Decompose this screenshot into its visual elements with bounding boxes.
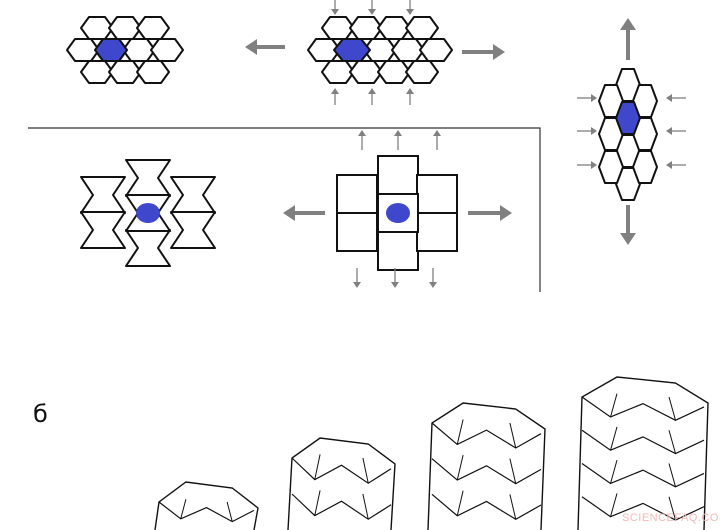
origami-crease <box>581 463 705 488</box>
small-force-arrow-head <box>591 127 597 135</box>
highlighted-cell-marker <box>136 203 160 223</box>
force-arrow-head <box>620 18 636 30</box>
origami-crease <box>431 458 542 485</box>
small-force-arrow-head <box>406 88 414 94</box>
origami-crease <box>456 419 464 445</box>
small-force-arrow-head <box>353 282 361 288</box>
origami-crease <box>180 499 187 519</box>
origami-crease <box>668 496 676 521</box>
panel-divider <box>28 127 541 292</box>
small-force-arrow-head <box>433 130 441 136</box>
reentrant-cell <box>80 211 126 249</box>
origami-crease <box>668 463 676 487</box>
square-cell <box>377 155 419 195</box>
hexagon-cell <box>150 38 184 62</box>
reentrant-cell <box>170 176 216 214</box>
reentrant-cell <box>170 211 216 249</box>
origami-crease <box>581 496 705 521</box>
origami-crease <box>610 460 618 484</box>
origami-crease <box>314 490 321 516</box>
small-force-arrow-head <box>368 88 376 94</box>
hexagon-cell <box>419 38 453 62</box>
origami-crease <box>509 494 517 520</box>
hexagon-cell <box>405 16 439 40</box>
small-force-arrow-head <box>394 130 402 136</box>
origami-crease <box>668 430 676 454</box>
highlighted-hexagon-cell <box>333 38 371 62</box>
origami-crease <box>509 458 517 484</box>
origami-crease <box>581 429 705 455</box>
highlighted-hexagon-cell <box>94 38 128 62</box>
force-arrow-head <box>245 39 257 55</box>
origami-crease <box>431 493 542 520</box>
highlighted-hexagon-cell <box>615 101 641 135</box>
watermark: SCIENCEFAQ.COM <box>622 512 720 524</box>
hexagon-cell <box>405 60 439 84</box>
small-force-arrow-head <box>666 127 672 135</box>
origami-crease <box>291 493 392 520</box>
origami-crease <box>610 493 618 517</box>
origami-crease <box>291 457 392 484</box>
square-cell <box>336 174 378 214</box>
small-force-arrow-head <box>331 9 339 15</box>
origami-tube-outline <box>427 402 546 530</box>
origami-crease <box>456 490 464 516</box>
origami-crease <box>362 457 369 484</box>
small-force-arrow-head <box>591 94 597 102</box>
origami-crease <box>158 501 255 523</box>
small-force-arrow-head <box>331 88 339 94</box>
small-force-arrow-head <box>406 9 414 15</box>
hexagon-cell <box>136 60 170 84</box>
force-arrow-head <box>493 44 505 60</box>
reentrant-cell <box>80 176 126 214</box>
origami-crease <box>581 396 705 421</box>
small-force-arrow-head <box>666 94 672 102</box>
origami-tube-outline <box>287 437 396 530</box>
origami-crease <box>456 454 464 481</box>
highlighted-cell-marker <box>386 203 410 223</box>
square-cell <box>416 212 458 252</box>
origami-tube-outline <box>154 481 259 530</box>
hexagon-cell <box>136 16 170 40</box>
origami-crease <box>362 493 369 520</box>
hexagon-cell <box>632 150 658 184</box>
force-arrow-head <box>283 205 295 221</box>
origami-tube-outline <box>577 376 709 530</box>
small-force-arrow-head <box>591 161 597 169</box>
square-cell <box>377 231 419 271</box>
origami-crease <box>431 422 542 449</box>
small-force-arrow-head <box>666 161 672 169</box>
origami-crease <box>509 422 517 449</box>
small-force-arrow-head <box>368 9 376 15</box>
origami-crease <box>610 393 618 418</box>
panel-label-b: б <box>33 400 48 428</box>
force-arrow-head <box>500 205 512 221</box>
origami-crease <box>668 396 676 421</box>
small-force-arrow-head <box>391 282 399 288</box>
square-cell <box>336 212 378 252</box>
origami-crease <box>314 454 321 480</box>
origami-crease <box>610 426 618 451</box>
small-force-arrow-head <box>429 282 437 288</box>
reentrant-cell <box>125 229 171 267</box>
small-force-arrow-head <box>358 130 366 136</box>
origami-crease <box>226 501 233 522</box>
reentrant-cell <box>125 159 171 197</box>
square-cell <box>416 174 458 214</box>
hexagon-cell <box>598 150 624 184</box>
force-arrow-head <box>620 233 636 245</box>
